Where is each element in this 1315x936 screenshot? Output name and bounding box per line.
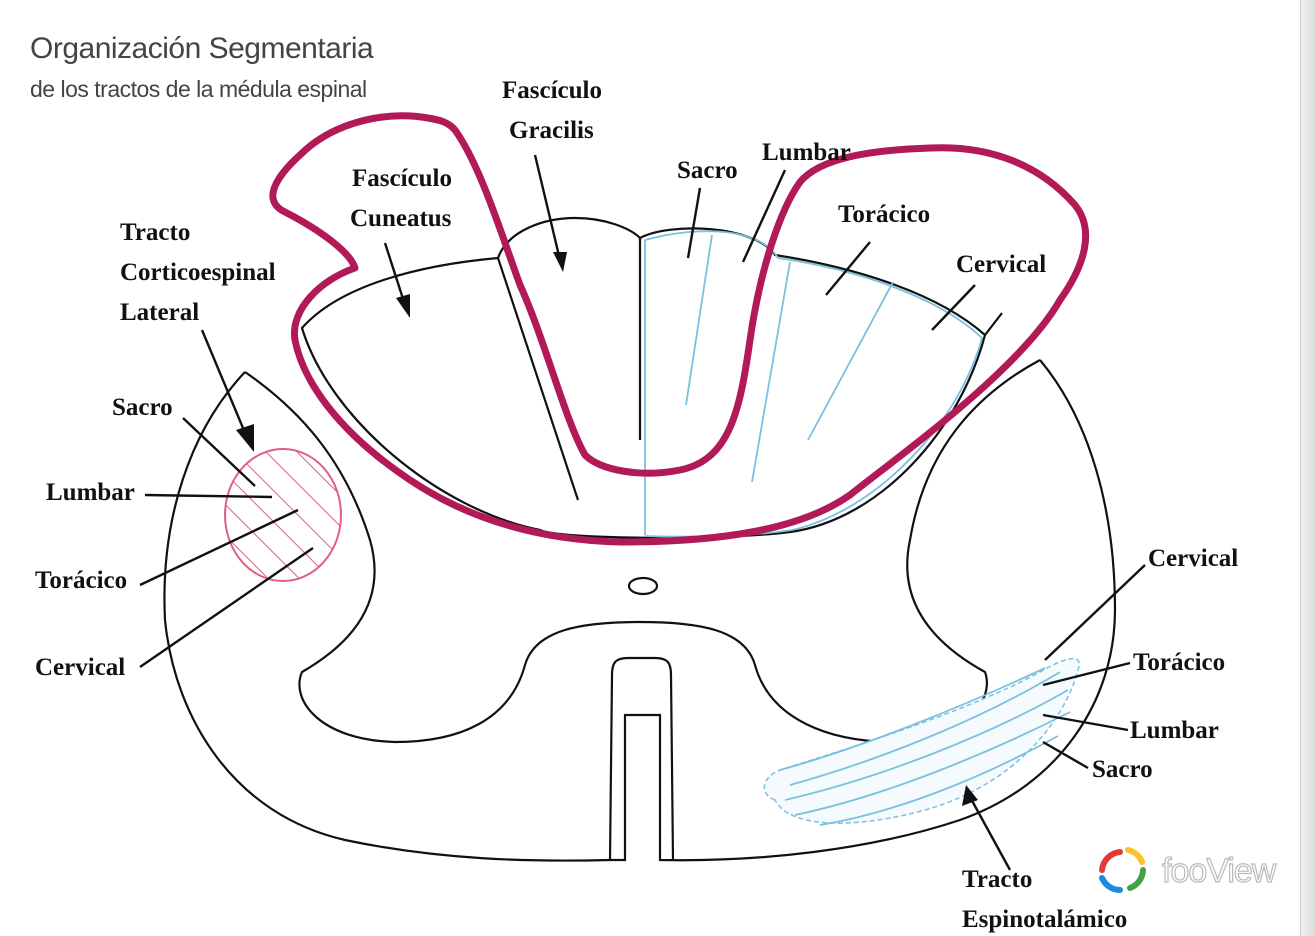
leader-cervical — [931, 284, 976, 331]
tract-stripe — [784, 689, 1069, 801]
cord-outline — [163, 359, 1117, 862]
labels: Fascículo Gracilis Fascículo Cuneatus Sa… — [35, 77, 1238, 933]
label-left-toracico: Torácico — [35, 567, 127, 594]
corticospinal-tract — [224, 448, 342, 582]
label-right-toracico: Torácico — [1133, 649, 1225, 676]
label-espinotalamico-2: Espinotalámico — [962, 906, 1127, 933]
label-left-sacro: Sacro — [112, 394, 173, 421]
anterior-fissure — [608, 656, 675, 861]
tract-stripe — [794, 711, 1071, 816]
blue-layer-line — [807, 281, 894, 441]
label-dorsal-toracico: Torácico — [838, 201, 930, 228]
blue-layer-line — [685, 234, 713, 406]
window-edge — [1300, 0, 1315, 936]
label-right-cervical: Cervical — [1148, 545, 1238, 572]
page-title: Organización Segmentaria — [30, 32, 374, 65]
fooview-logo-icon — [1099, 847, 1146, 893]
tract-stripe — [779, 667, 1046, 771]
central-canal — [627, 576, 659, 596]
label-espinotalamico-1: Tracto — [962, 866, 1032, 893]
label-corticoespinal-3: Lateral — [120, 299, 199, 326]
septum-edge — [984, 312, 1003, 336]
blue-layer-line — [751, 261, 791, 483]
leader-toracico — [825, 241, 871, 296]
label-right-lumbar: Lumbar — [1130, 717, 1219, 744]
gracilis-boundary — [496, 257, 580, 501]
label-corticoespinal-1: Tracto — [120, 219, 190, 246]
blue-column-border — [644, 230, 984, 538]
pointers — [139, 154, 1146, 871]
label-fasciculo-gracilis-2: Gracilis — [509, 117, 594, 144]
label-dorsal-sacro: Sacro — [677, 157, 738, 184]
tract-stripe — [819, 735, 1059, 826]
leader-sacro — [686, 187, 702, 259]
label-fasciculo-gracilis-1: Fascículo — [502, 77, 602, 104]
dorsal-columns-highlight — [269, 112, 1090, 546]
spinothalamic-tract — [763, 657, 1080, 826]
label-dorsal-cervical: Cervical — [956, 251, 1046, 278]
tract-stripe — [789, 671, 1061, 786]
label-left-lumbar: Lumbar — [46, 479, 135, 506]
label-corticoespinal-2: Corticoespinal — [120, 259, 276, 286]
label-dorsal-lumbar: Lumbar — [762, 139, 851, 166]
label-fasciculo-cuneatus-2: Cuneatus — [350, 205, 452, 232]
gray-matter-outline — [244, 359, 1041, 744]
leader-lumbar — [741, 169, 787, 263]
page-subtitle: de los tractos de la médula espinal — [30, 76, 367, 102]
label-right-sacro: Sacro — [1092, 756, 1153, 783]
watermark-text: fooView — [1161, 851, 1277, 890]
label-fasciculo-cuneatus-1: Fascículo — [352, 165, 452, 192]
dorsal-columns-outline — [300, 216, 987, 539]
label-left-cervical: Cervical — [35, 654, 125, 681]
